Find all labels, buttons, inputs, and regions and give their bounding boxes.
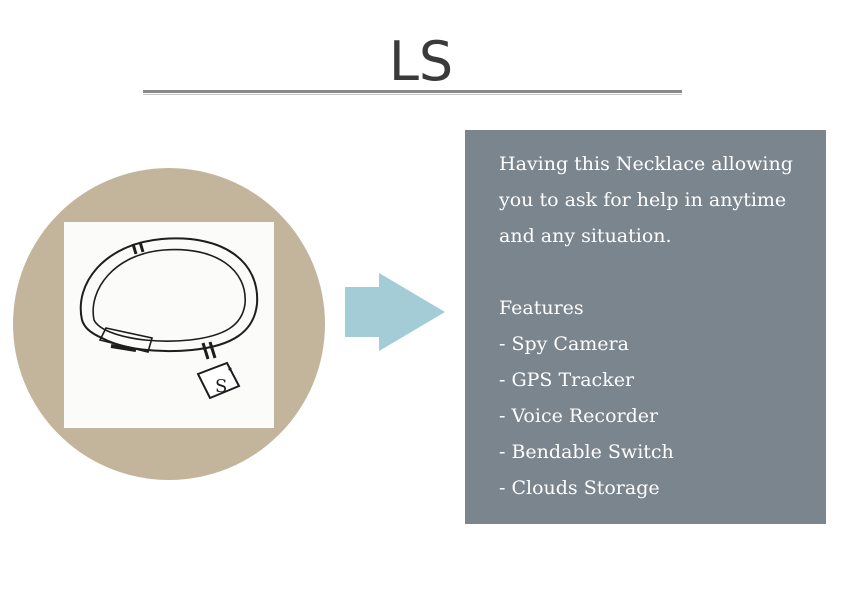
panel-description: Having this Necklace allowing you to ask… [499, 153, 793, 247]
pendant-letter: S [215, 376, 227, 397]
necklace-drawing: S [79, 237, 259, 400]
right-arrow-icon [345, 273, 445, 351]
list-item: - GPS Tracker [499, 369, 635, 391]
feature-list: - Spy Camera - GPS Tracker - Voice Recor… [499, 326, 806, 506]
list-item: - Spy Camera [499, 333, 629, 355]
list-item: - Clouds Storage [499, 477, 660, 499]
title-underline-shadow [143, 94, 682, 95]
title-underline [143, 90, 682, 93]
list-item: - Bendable Switch [499, 441, 674, 463]
slide-title: LS [388, 30, 454, 93]
feature-panel: Having this Necklace allowing you to ask… [465, 130, 826, 524]
list-item: - Voice Recorder [499, 405, 659, 427]
features-heading: Features [499, 297, 584, 319]
necklace-sketch: S [64, 222, 274, 428]
